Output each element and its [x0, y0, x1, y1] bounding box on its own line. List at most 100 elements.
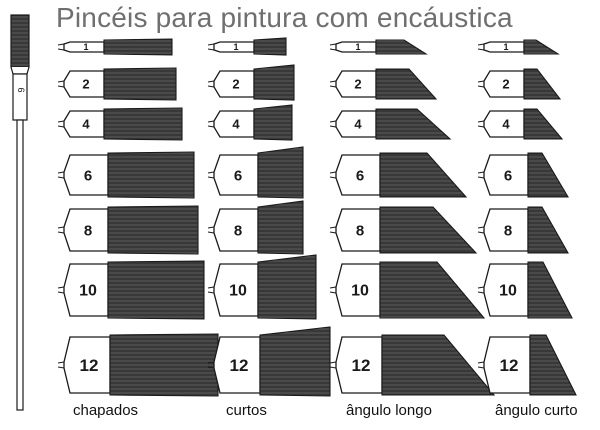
brush-bristles [375, 108, 452, 140]
brush-bristles [253, 104, 293, 141]
brush-handle [477, 120, 485, 128]
brush-angle-long-2: 2 [329, 68, 438, 100]
brush-bristles [527, 152, 569, 198]
brush-size-label: 6 [234, 167, 242, 184]
brush-handle [329, 120, 337, 128]
tall-brush-handle [16, 119, 24, 411]
brush-size-label: 8 [84, 222, 92, 239]
brush-bristles [253, 37, 287, 56]
brush-handle [477, 226, 485, 234]
brush-angle-long-6: 6 [329, 152, 468, 198]
brush-angle-long-12: 12 [329, 334, 496, 396]
brush-short-8: 8 [207, 200, 304, 255]
tall-brush-ferrule [12, 73, 28, 121]
brush-bristles [103, 38, 173, 56]
brush-angle-short-8: 8 [477, 206, 569, 254]
brush-bristles [527, 206, 569, 254]
brush-angle-long-4: 4 [329, 108, 452, 140]
brush-flat-4: 4 [57, 107, 183, 141]
brush-flat-2: 2 [57, 67, 177, 101]
brush-bristles [103, 67, 177, 101]
brush-flat-6: 6 [57, 151, 195, 199]
brush-angle-long-10: 10 [329, 261, 486, 319]
brush-handle [207, 286, 215, 294]
brush-flat-12: 12 [57, 333, 219, 397]
brush-short-1: 1 [207, 37, 287, 56]
brush-handle [57, 120, 65, 128]
brush-bristles [523, 68, 562, 100]
brush-bristles [529, 334, 577, 396]
brush-bristles [257, 200, 304, 255]
brush-handle [207, 80, 215, 88]
brush-size-label: 8 [504, 222, 512, 239]
brush-angle-short-1: 1 [477, 39, 560, 55]
brush-angle-short-10: 10 [477, 261, 573, 319]
brush-size-label: 12 [352, 356, 371, 375]
brush-bristles [523, 108, 564, 140]
brush-size-label: 10 [79, 283, 97, 300]
brush-bristles [109, 333, 219, 397]
brush-size-label: 4 [502, 117, 510, 132]
brush-size-label: 4 [354, 117, 362, 132]
brush-handle [477, 361, 485, 369]
brush-handle [329, 226, 337, 234]
brush-handle [57, 286, 65, 294]
brush-angle-short-6: 6 [477, 152, 569, 198]
brush-handle [477, 43, 485, 51]
brush-bristles [107, 151, 195, 199]
brush-bristles [253, 64, 295, 101]
brush-handle [329, 361, 337, 369]
brush-handle [207, 43, 215, 51]
brush-bristles [381, 334, 496, 396]
brush-handle [329, 171, 337, 179]
brush-angle-short-4: 4 [477, 108, 564, 140]
brush-bristles [107, 205, 199, 255]
brush-handle [57, 80, 65, 88]
brush-size-label: 2 [354, 77, 361, 92]
brush-angle-long-1: 1 [329, 39, 428, 55]
brush-size-label: 12 [500, 356, 519, 375]
brush-bristles [527, 261, 573, 319]
brush-flat-1: 1 [57, 38, 173, 56]
brush-flat-10: 10 [57, 260, 205, 320]
brush-size-label: 10 [499, 283, 517, 300]
brush-short-6: 6 [207, 146, 304, 199]
brush-size-label: 8 [234, 222, 242, 239]
brush-handle [329, 80, 337, 88]
tall-brush: 6 [10, 14, 30, 411]
brush-bristles [375, 39, 428, 55]
brush-handle [207, 171, 215, 179]
brush-size-label: 10 [351, 283, 369, 300]
brush-handle [477, 171, 485, 179]
brush-size-label: 1 [355, 42, 360, 52]
brush-size-label: 2 [232, 77, 239, 92]
brush-size-label: 2 [502, 77, 509, 92]
brush-short-4: 4 [207, 104, 293, 141]
brush-bristles [257, 146, 304, 199]
column-label-chapados: chapados [73, 402, 139, 419]
brush-size-label: 6 [84, 167, 92, 184]
brush-bristles [523, 39, 560, 55]
brush-short-2: 2 [207, 64, 295, 101]
brush-size-label: 10 [229, 283, 247, 300]
brush-handle [207, 226, 215, 234]
brush-size-label: 4 [232, 117, 240, 132]
brush-handle [57, 226, 65, 234]
brush-size-label: 8 [356, 222, 364, 239]
brush-bristles [379, 152, 468, 198]
brush-handle [329, 286, 337, 294]
brush-handle [477, 80, 485, 88]
brush-handle [57, 171, 65, 179]
brush-size-label: 12 [80, 356, 99, 375]
brush-size-label: 1 [83, 42, 88, 52]
brush-bristles [103, 107, 183, 141]
brush-size-label: 1 [503, 42, 508, 52]
brush-angle-long-8: 8 [329, 206, 478, 254]
brush-size-label: 6 [356, 167, 364, 184]
brush-short-10: 10 [207, 254, 317, 320]
tall-brush-label: 6 [16, 87, 26, 92]
brush-size-label: 6 [504, 167, 512, 184]
brush-handle [207, 120, 215, 128]
